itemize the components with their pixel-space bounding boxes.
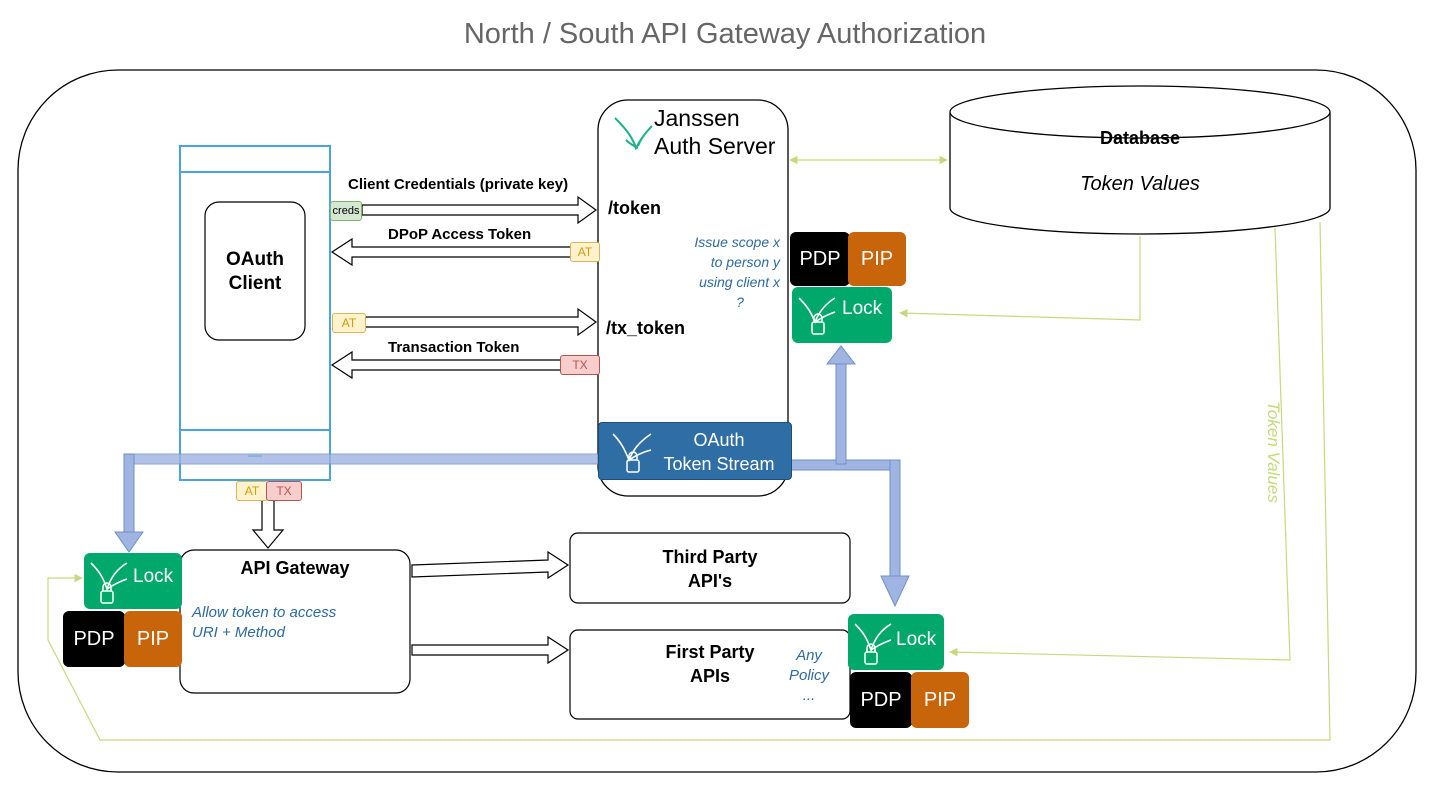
auth-server-note: Issue scope x to person y using client x… [660,232,780,312]
lock-bird-icon [854,623,892,665]
auth-note-line: Issue scope x [694,234,780,250]
token-stream-flows [114,345,910,608]
lock-label: Lock [842,298,883,319]
pdp-block: PDP [63,611,125,667]
database-cylinder [949,85,1331,235]
oauth-token-stream: OAuth Token Stream [598,422,792,480]
db-to-lock-top [899,236,1141,321]
lock-block: Lock [848,614,944,670]
at-badge: AT [236,481,268,501]
api-gateway-note: Allow token to access URI + Method [192,603,336,643]
oauth-client-line2: Client [228,273,282,294]
lock-block: Lock [792,287,892,343]
token-stream-line1: OAuth [693,430,745,450]
database-subtitle: Token Values [1080,173,1200,195]
at-badge: AT [332,313,366,333]
third-party-label: Third Party API's [570,545,850,593]
token-values-vertical-wrap: Token Values [1263,392,1283,512]
first-party-label: First Party APIs [610,640,810,688]
lock-bird-icon [798,297,836,335]
client-credentials-label: Client Credentials (private key) [348,176,569,193]
lock-bird-icon [612,433,652,473]
third-party-line: Third Party [662,547,758,567]
pip-block: PIP [911,672,969,728]
db-to-lock-left [47,221,1331,741]
tx-badge: TX [560,355,600,375]
diagram-title: North / South API Gateway Authorization [463,18,987,50]
pdp-block: PDP [790,232,850,286]
lock-label: Lock [896,629,937,650]
auth-server-name: Janssen Auth Server [654,104,775,160]
first-party-note-line: Any [796,647,822,664]
first-party-line: APIs [689,666,731,686]
tx-badge: TX [266,481,302,501]
first-party-note: Any Policy ... [776,646,842,706]
at-badge: AT [570,242,600,262]
token-values-vertical: Token Values [1264,401,1283,503]
transaction-token-label: Transaction Token [388,339,520,356]
outer-container [17,69,1417,773]
api-gateway-note-line: Allow token to access [192,604,337,621]
auth-server-name-line1: Janssen [654,105,740,131]
creds-badge: creds [330,201,362,221]
auth-note-line: to person y [710,254,780,270]
pip-block: PIP [848,232,906,286]
auth-note-line: using client x [699,274,780,290]
auth-server-name-line2: Auth Server [654,133,776,159]
janssen-logo-icon [614,117,653,151]
first-party-line: First Party [665,642,755,662]
lock-bird-icon [90,562,128,604]
token-stream-line2: Token Stream [663,454,775,474]
token-endpoint: /token [608,198,662,218]
database-title: Database [1099,128,1181,148]
first-party-note-line: Policy [788,667,829,684]
third-party-box [569,532,851,604]
dpop-label: DPoP Access Token [388,226,532,243]
lock-block: Lock [84,553,182,609]
tx-token-endpoint: /tx_token [606,318,686,338]
db-to-lock-right [949,227,1291,661]
auth-note-line: ? [736,294,744,310]
pdp-block: PDP [850,672,912,728]
api-gateway-title: API Gateway [240,558,350,578]
first-party-note-line: ... [802,687,816,704]
oauth-client-line1: OAuth [225,249,285,270]
oauth-client-label: OAuth Client [205,248,305,296]
third-party-line: API's [687,571,733,591]
lock-label: Lock [133,566,174,587]
api-gateway-note-line: URI + Method [192,624,285,641]
hollow-arrows [251,195,598,665]
auth-server-box [597,99,789,497]
oauth-client-device [179,145,331,481]
pip-block: PIP [124,611,182,667]
